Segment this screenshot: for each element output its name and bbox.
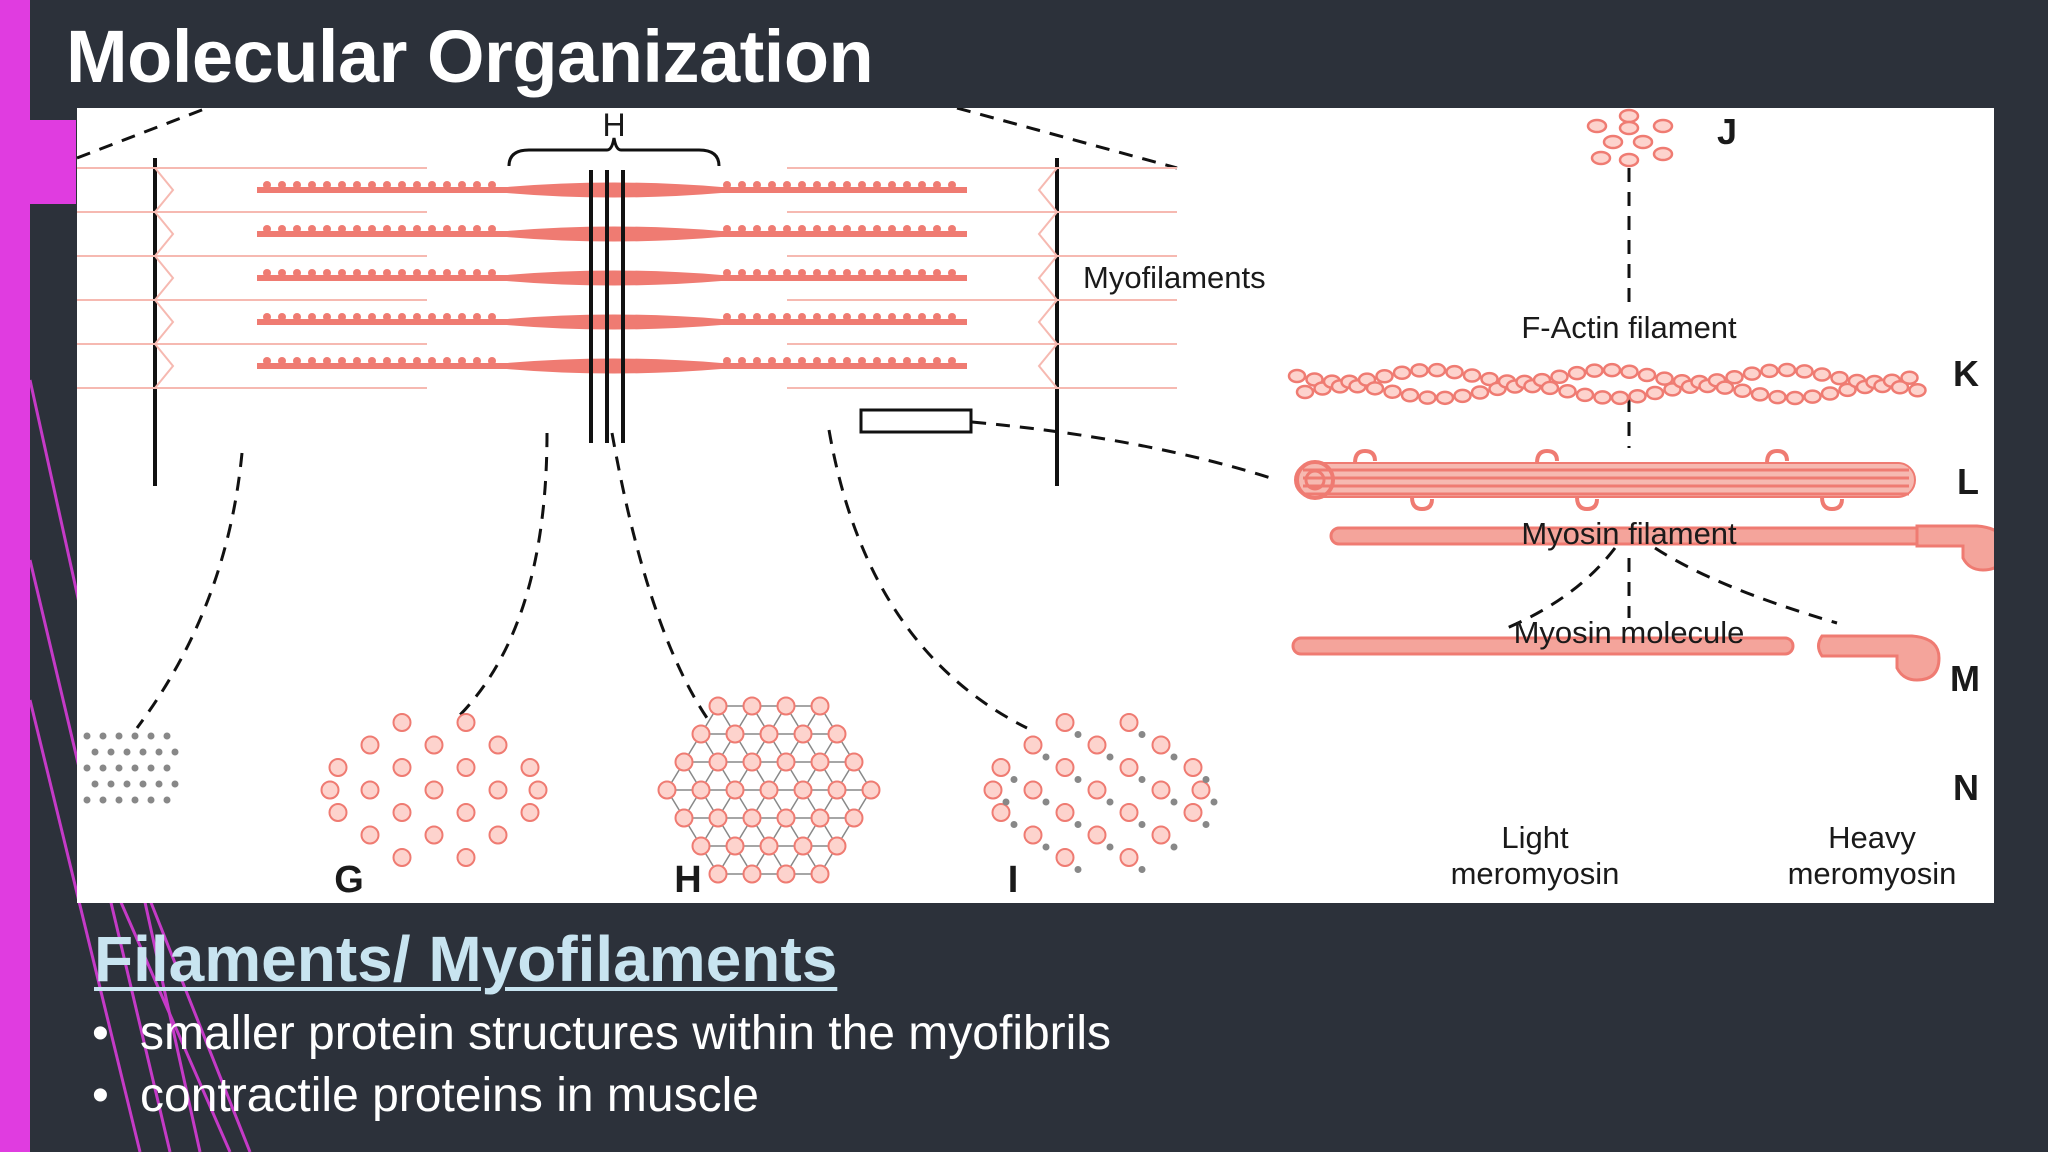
label-heavy: Heavy xyxy=(1828,820,1916,855)
cross-section-h xyxy=(657,696,881,884)
label-f-actin: F-Actin filament xyxy=(1521,310,1737,345)
meromyosin-fragments xyxy=(1291,634,1941,682)
myosin-filament xyxy=(1294,448,1916,512)
myofibril-rows xyxy=(77,167,1177,389)
label-i: I xyxy=(1008,859,1019,901)
label-myosin-molecule: Myosin molecule xyxy=(1514,615,1745,650)
label-heavy-meromyosin: meromyosin xyxy=(1788,856,1957,891)
bullet-item: • smaller protein structures within the m… xyxy=(92,1003,1111,1065)
label-myosin-filament: Myosin filament xyxy=(1521,516,1737,551)
label-m: M xyxy=(1950,658,1980,699)
cross-section-i xyxy=(983,713,1218,873)
bullet-marker: • xyxy=(92,1069,109,1122)
cross-section-g xyxy=(320,713,548,867)
label-light-meromyosin: meromyosin xyxy=(1451,856,1620,891)
cross-section-a xyxy=(83,732,179,804)
bullet-item: • contractile proteins in muscle xyxy=(92,1065,1111,1127)
slide-title: Molecular Organization xyxy=(66,15,874,98)
label-myofilaments: Myofilaments xyxy=(1083,260,1266,295)
myosin-molecule xyxy=(1329,524,1994,572)
bullet-list: • smaller protein structures within the m… xyxy=(92,1003,1111,1127)
accent-tab xyxy=(30,120,76,204)
label-l: L xyxy=(1957,461,1979,502)
section-heading: Filaments/ Myofilaments xyxy=(94,923,838,995)
z-line-right xyxy=(1037,158,1059,486)
label-n: N xyxy=(1953,767,1979,808)
bullet-text: contractile proteins in muscle xyxy=(140,1069,759,1122)
label-light: Light xyxy=(1501,820,1569,855)
label-k: K xyxy=(1953,353,1979,394)
sarcomere-figure: H Myofilaments J F-Actin filament K L My… xyxy=(77,108,1994,903)
label-h-top: H xyxy=(602,108,625,143)
label-g: G xyxy=(334,859,364,901)
g-actin-monomers xyxy=(1586,108,1674,168)
label-h-bottom: H xyxy=(674,859,701,901)
accent-bar xyxy=(0,0,30,1152)
f-actin-filament xyxy=(1287,362,1927,406)
z-line-left xyxy=(77,158,175,486)
bullet-marker: • xyxy=(92,1007,109,1060)
bullet-text: smaller protein structures within the my… xyxy=(140,1007,1111,1060)
label-j: J xyxy=(1717,111,1737,152)
